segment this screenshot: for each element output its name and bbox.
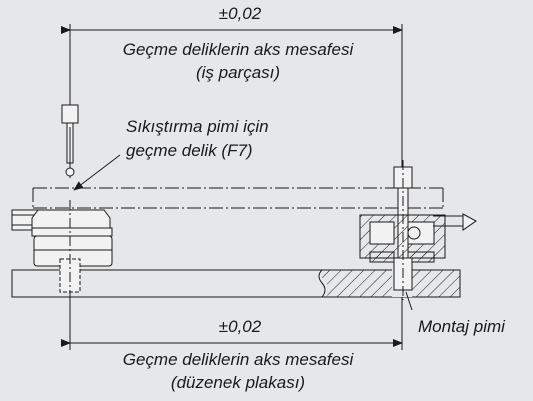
top-dimension-caption-line1: Geçme deliklerin aks mesafesi — [122, 40, 354, 59]
workpiece-outline — [32, 187, 444, 209]
bottom-tolerance-label: ±0,02 — [218, 317, 262, 336]
left-clamp-unit — [11, 200, 113, 300]
clamp-note-line2: geçme delik (F7) — [126, 141, 253, 160]
top-dimension-caption-line2: (iş parçası) — [195, 63, 281, 82]
clamp-note-line1: Sıkıştırma pimi için — [126, 117, 269, 136]
right-fixture — [359, 160, 477, 300]
top-tolerance-label: ±0,02 — [218, 4, 262, 23]
mounting-pin-label: Montaj pimi — [418, 317, 505, 336]
bottom-dimension-caption-line1: Geçme deliklerin aks mesafesi — [122, 350, 354, 369]
bottom-dimension-caption-line2: (düzenek plakası) — [170, 373, 306, 392]
left-probe — [61, 104, 79, 177]
leader-lines — [73, 154, 413, 311]
